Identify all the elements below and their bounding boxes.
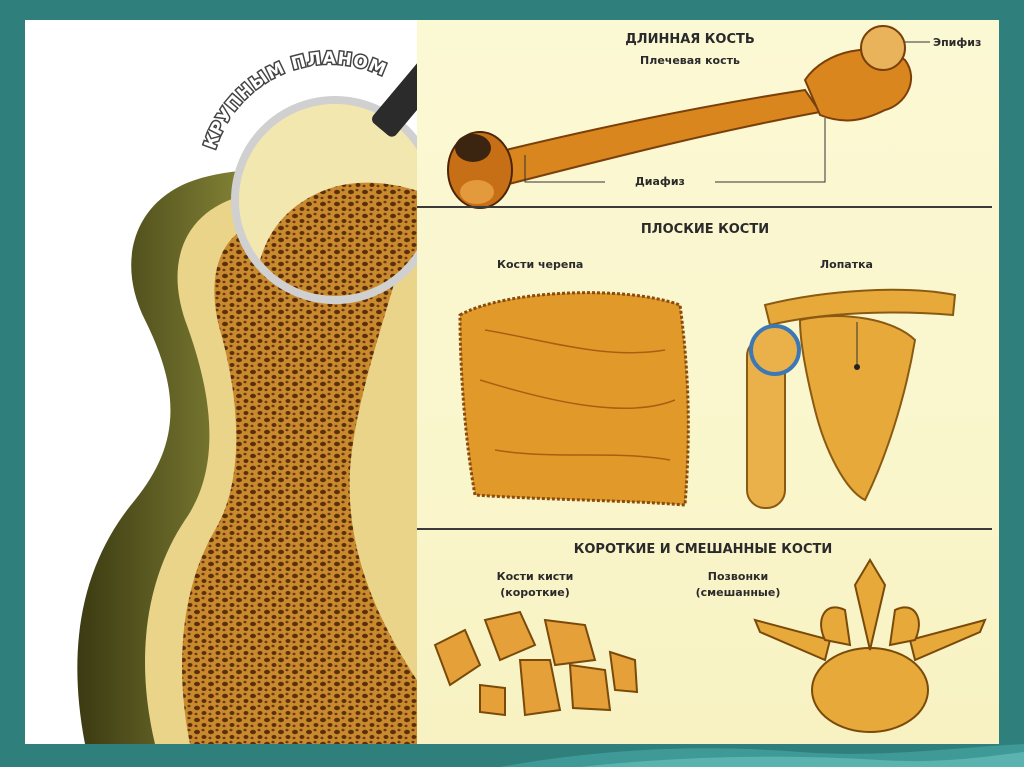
- spongy-bone: [182, 216, 445, 744]
- diaphysis-label: Диафиз: [635, 175, 685, 188]
- divider-flat-short: [417, 528, 992, 530]
- vertebra-sublabel: (смешанные): [695, 586, 781, 599]
- zoom-label-arc: КРУПНЫМ ПЛАНОМ: [199, 47, 390, 153]
- divider-long-flat: [417, 206, 992, 208]
- hand-bones-label: Кости кисти: [496, 570, 574, 583]
- skull-bones-label: Кости черепа: [497, 258, 584, 271]
- decorative-wave: [500, 744, 1024, 767]
- zoom-label: КРУПНЫМ ПЛАНОМ: [199, 47, 390, 153]
- vertebra-label: Позвонки: [707, 570, 769, 583]
- scapula-label: Лопатка: [820, 258, 873, 271]
- short-mixed-title: КОРОТКИЕ И СМЕШАННЫЕ КОСТИ: [573, 542, 833, 557]
- long-bone-title: ДЛИННАЯ КОСТЬ: [625, 32, 755, 47]
- bone-types-panel: [417, 20, 999, 744]
- svg-text:КРУПНЫМ ПЛАНОМ: КРУПНЫМ ПЛАНОМ: [201, 49, 390, 152]
- flat-bones-title: ПЛОСКИЕ КОСТИ: [640, 222, 770, 237]
- epiphysis-label: Эпифиз: [933, 36, 982, 49]
- hand-bones-sublabel: (короткие): [500, 586, 570, 599]
- diagram-frame: КРУПНЫМ ПЛАНОМ: [25, 20, 999, 744]
- long-bone-subtitle: Плечевая кость: [640, 54, 740, 67]
